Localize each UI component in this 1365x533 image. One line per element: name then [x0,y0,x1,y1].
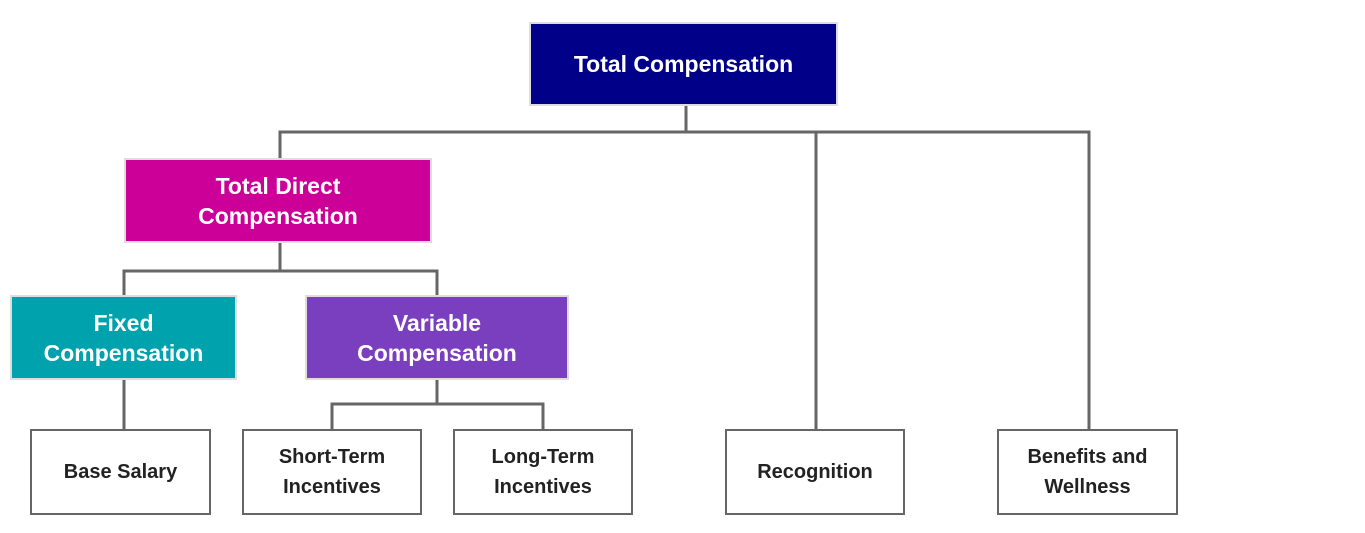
benefits-and-wellness-label: Benefits and Wellness [1027,446,1148,498]
fixed-compensation-node: Fixed Compensation [10,295,237,380]
long-term-incentives-node: Long-Term Incentives [453,429,633,515]
total-compensation-label: Total Compensation [573,51,794,77]
variable-compensation-node: Variable Compensation [305,295,569,380]
long-term-incentives-label: Long-Term Incentives [491,446,595,498]
total-direct-compensation-label: Total Direct Compensation [198,172,358,229]
benefits-and-wellness-node: Benefits and Wellness [997,429,1178,515]
recognition-label: Recognition [757,461,873,483]
base-salary-label: Base Salary [63,461,178,483]
total-direct-compensation-node: Total Direct Compensation [124,158,432,243]
short-term-incentives-label: Short-Term Incentives [278,446,386,498]
base-salary-node: Base Salary [30,429,211,515]
short-term-incentives-node: Short-Term Incentives [242,429,422,515]
fixed-compensation-label: Fixed Compensation [43,309,204,366]
recognition-node: Recognition [725,429,905,515]
total-compensation-node: Total Compensation [529,22,838,106]
variable-compensation-label: Variable Compensation [357,309,517,366]
